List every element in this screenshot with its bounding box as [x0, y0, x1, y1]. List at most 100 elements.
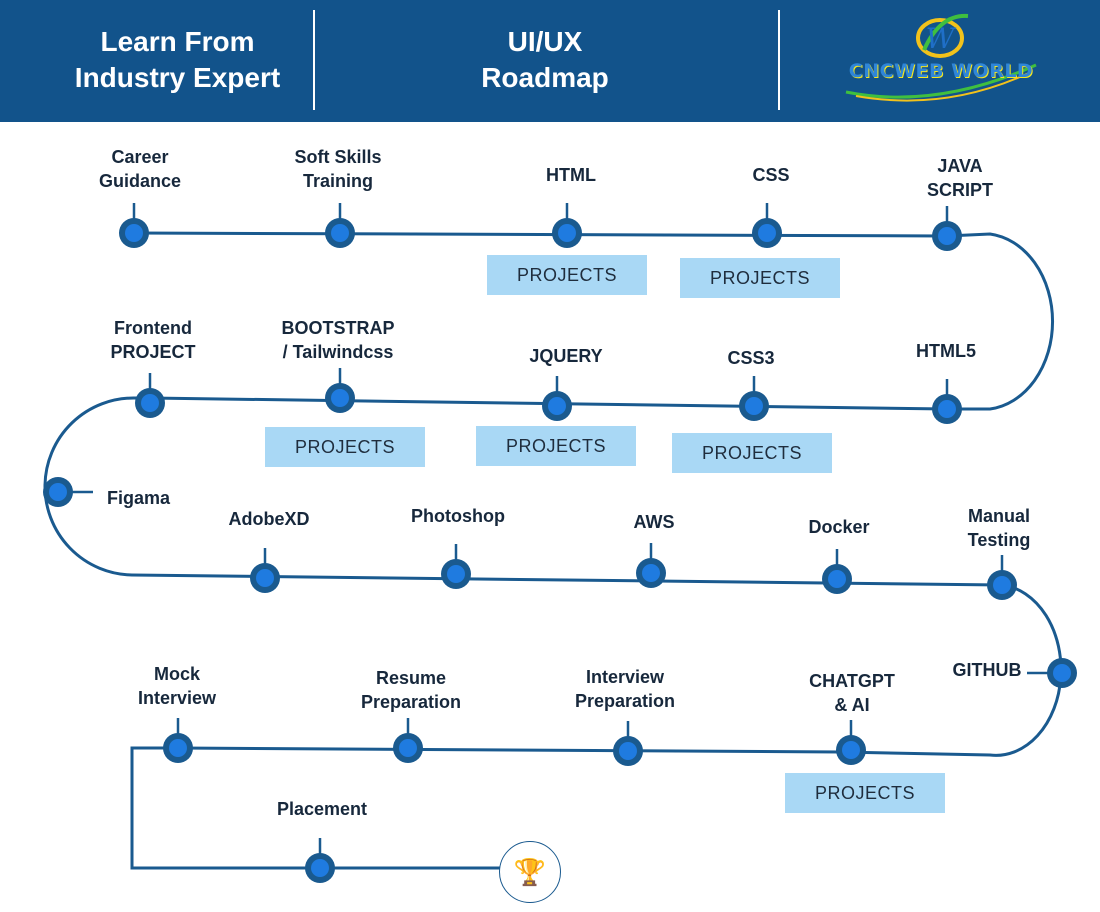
- header-tagline-line1: Learn From: [100, 26, 255, 57]
- milestone-node-manual-testing: [987, 555, 1017, 600]
- label-line: Interview: [585, 667, 665, 687]
- label-line: Preparation: [574, 691, 676, 711]
- label-line: CSS3: [727, 348, 775, 368]
- header-banner: Learn From Industry Expert UI/UX Roadmap…: [0, 0, 1100, 122]
- projects-box-jquery: PROJECTS: [476, 426, 636, 466]
- logo-mark-letter: W: [926, 22, 957, 55]
- label-bootstrap-tailwind: BOOTSTRAP / Tailwindcss: [281, 316, 394, 364]
- path-segment: [130, 583, 1063, 870]
- node-dot: [993, 576, 1011, 594]
- projects-box-bootstrap: PROJECTS: [265, 427, 425, 467]
- node-dot: [169, 739, 187, 757]
- milestone-node-html: [552, 203, 582, 248]
- label-line: Manual: [967, 506, 1031, 526]
- milestone-node-aws: [636, 543, 666, 588]
- node-dot: [548, 397, 566, 415]
- label-line: AWS: [633, 512, 675, 532]
- milestone-node-adobexd: [250, 548, 280, 593]
- header-tagline: Learn From Industry Expert: [40, 24, 315, 96]
- node-dot: [331, 389, 349, 407]
- milestone-node-css3: [739, 376, 769, 421]
- label-line: Preparation: [360, 692, 462, 712]
- label-line: Interview: [137, 688, 217, 708]
- label-css3: CSS3: [727, 346, 774, 370]
- label-docker: Docker: [808, 515, 869, 539]
- projects-box-css: PROJECTS: [680, 258, 840, 298]
- label-line: CSS: [752, 165, 790, 185]
- label-line: PROJECT: [110, 342, 196, 362]
- label-placement: Placement: [277, 797, 367, 821]
- milestone-node-soft-skills-training: [325, 203, 355, 248]
- node-dot: [938, 227, 956, 245]
- label-line: Training: [302, 171, 373, 191]
- header-divider: [313, 10, 315, 110]
- label-github: GITHUB: [953, 658, 1022, 682]
- projects-box-chatgpt: PROJECTS: [785, 773, 945, 813]
- milestone-node-placement: [305, 838, 335, 883]
- label-line: Figama: [107, 488, 171, 508]
- label-line: Career: [111, 147, 169, 167]
- node-dot: [558, 224, 576, 242]
- milestone-node-figama: [43, 477, 93, 507]
- label-figama: Figama: [107, 486, 170, 510]
- label-line: AdobeXD: [228, 509, 310, 529]
- node-dot: [828, 570, 846, 588]
- label-line: HTML5: [916, 341, 976, 361]
- node-dot: [331, 224, 349, 242]
- node-dot: [447, 565, 465, 583]
- brand-logo: W CNCWEB WORLD: [836, 10, 1046, 110]
- label-line: JAVA: [937, 156, 983, 176]
- label-line: BOOTSTRAP: [281, 318, 395, 338]
- node-dot: [141, 394, 159, 412]
- logo-text: CNCWEB WORLD: [848, 60, 1034, 82]
- label-line: & AI: [834, 695, 870, 715]
- milestone-node-html5: [932, 379, 962, 424]
- header-tagline-line2: Industry Expert: [74, 62, 281, 93]
- label-html5: HTML5: [916, 339, 976, 363]
- node-dot: [619, 742, 637, 760]
- milestone-node-chatgpt-ai: [836, 720, 866, 765]
- node-dot: [256, 569, 274, 587]
- milestone-node-css: [752, 203, 782, 248]
- milestone-node-docker: [822, 549, 852, 594]
- label-line: CHATGPT: [809, 671, 895, 691]
- milestone-node-jquery: [542, 376, 572, 421]
- label-line: Mock: [153, 664, 200, 684]
- node-dot: [938, 400, 956, 418]
- label-line: Soft Skills: [294, 147, 382, 167]
- label-line: Resume: [375, 668, 447, 688]
- page-title: UI/UX Roadmap: [440, 24, 650, 96]
- milestone-node-photoshop: [441, 544, 471, 589]
- page-title-line1: UI/UX: [507, 26, 583, 57]
- label-line: GITHUB: [952, 660, 1022, 680]
- node-dot: [642, 564, 660, 582]
- node-dot: [399, 739, 417, 757]
- node-dot: [745, 397, 763, 415]
- label-photoshop: Photoshop: [411, 504, 505, 528]
- label-line: HTML: [546, 165, 596, 185]
- label-line: Docker: [808, 517, 870, 537]
- milestone-node-github: [1027, 658, 1077, 688]
- label-line: / Tailwindcss: [282, 342, 394, 362]
- node-dot: [1053, 664, 1071, 682]
- milestone-node-career-guidance: [119, 203, 149, 248]
- milestone-node-bootstrap-tailwind: [325, 368, 355, 413]
- node-dot: [758, 224, 776, 242]
- label-aws: AWS: [633, 510, 674, 534]
- label-html: HTML: [546, 163, 596, 187]
- label-css: CSS: [752, 163, 789, 187]
- node-dot: [125, 224, 143, 242]
- trophy-icon: 🏆: [499, 841, 561, 903]
- milestone-node-java-script: [932, 206, 962, 251]
- label-line: Guidance: [98, 171, 182, 191]
- page-title-line2: Roadmap: [481, 62, 609, 93]
